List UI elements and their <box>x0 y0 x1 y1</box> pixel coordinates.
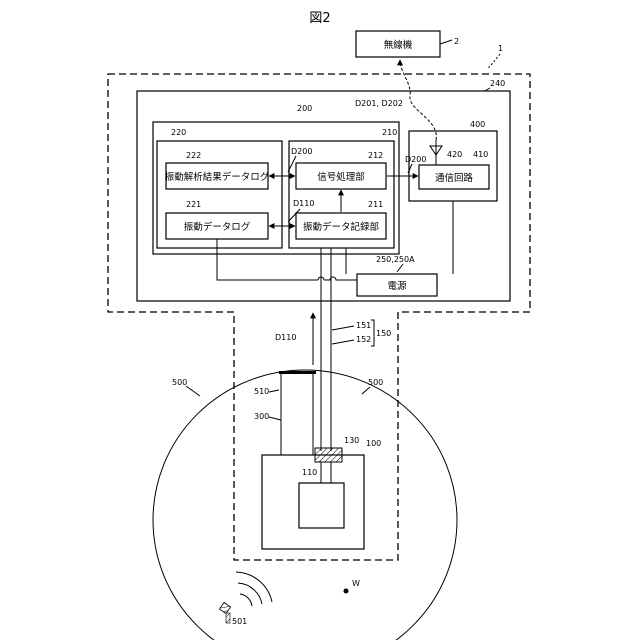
wave-1 <box>240 594 252 606</box>
label-d110-outer: D110 <box>275 333 296 342</box>
leader-500-left <box>186 386 200 396</box>
ref-w: W <box>352 579 360 588</box>
ref-510: 510 <box>254 387 269 396</box>
ref-221: 221 <box>186 200 201 209</box>
source-stem <box>226 613 230 623</box>
ref-1: 1 <box>498 44 503 53</box>
ref-500-left: 500 <box>172 378 187 387</box>
support-510 <box>279 371 316 374</box>
ref-2: 2 <box>454 37 459 46</box>
signal-processing-label: 信号処理部 <box>317 171 365 183</box>
ref-240: 240 <box>490 79 505 88</box>
wave-3 <box>236 572 272 602</box>
ref-152: 152 <box>356 335 371 344</box>
bracket-150 <box>371 320 374 346</box>
ref-400: 400 <box>470 120 485 129</box>
wireless-unit-label: 無線機 <box>384 39 413 51</box>
leader-1 <box>488 54 500 68</box>
label-d201-d202: D201, D202 <box>355 99 403 108</box>
ref-222: 222 <box>186 151 201 160</box>
sensor-110 <box>299 483 344 528</box>
ref-110: 110 <box>302 468 317 477</box>
ref-200: 200 <box>297 104 312 113</box>
leader-300 <box>269 417 281 420</box>
ref-220: 220 <box>171 128 186 137</box>
leader-2 <box>440 40 452 44</box>
leader-152 <box>332 340 354 344</box>
ref-212: 212 <box>368 151 383 160</box>
analysis-log-label: 振動解析結果データログ <box>165 171 270 183</box>
data-log-label: 振動データログ <box>184 221 251 233</box>
leader-500-right <box>362 387 370 394</box>
label-d110-inner: D110 <box>293 199 314 208</box>
ref-150: 150 <box>376 329 391 338</box>
ref-501: 501 <box>232 617 247 626</box>
ref-250: 250,250A <box>376 255 415 264</box>
ref-500-right: 500 <box>368 378 383 387</box>
ref-100: 100 <box>366 439 381 448</box>
ref-151: 151 <box>356 321 371 330</box>
power-supply-label: 電源 <box>387 281 407 292</box>
ref-130: 130 <box>344 436 359 445</box>
vibration-record-label: 振動データ記録部 <box>303 221 379 233</box>
ref-210: 210 <box>382 128 397 137</box>
leader-151 <box>332 326 354 330</box>
connector-130 <box>315 448 342 462</box>
ref-211: 211 <box>368 200 383 209</box>
ref-420: 420 <box>447 150 462 159</box>
label-d200-left: D200 <box>291 147 312 156</box>
ref-300: 300 <box>254 412 269 421</box>
figure-title: 図2 <box>309 11 330 26</box>
vibration-source-501 <box>219 602 230 613</box>
label-d200-right: D200 <box>405 155 426 164</box>
ref-410: 410 <box>473 150 488 159</box>
point-w <box>344 589 349 594</box>
leader-510 <box>269 390 279 392</box>
comm-circuit-label: 通信回路 <box>435 172 474 184</box>
